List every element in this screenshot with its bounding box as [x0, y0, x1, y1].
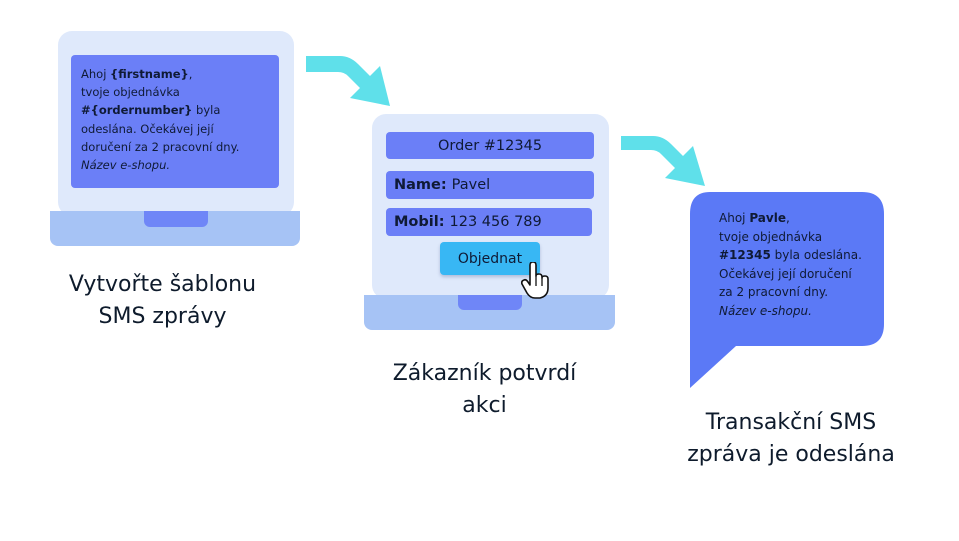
order-title: Order #12345 [386, 132, 594, 159]
arrow-icon [306, 56, 390, 106]
template-comma: , [188, 67, 193, 81]
sms-line2: tvoje objednávka [719, 229, 823, 244]
step1-caption-line2: SMS zprávy [98, 304, 227, 329]
mobil-label: Mobil: [394, 214, 445, 230]
step2-caption-line2: akci [462, 393, 507, 418]
template-line2: tvoje objednávka [81, 85, 180, 100]
arrow-icon [621, 136, 705, 186]
template-line5: doručení za 2 pracovní dny. [81, 139, 240, 154]
template-hash: # [81, 103, 91, 118]
name-label: Name: [394, 177, 447, 193]
template-laptop: Ahoj {firstname}, tvoje objednávka #{ord… [50, 31, 300, 247]
sms-template-text: Ahoj {firstname}, tvoje objednávka #{ord… [71, 55, 279, 188]
step3-caption: Transakční SMS zpráva je odeslána [660, 407, 922, 471]
laptop-notch [458, 295, 522, 310]
laptop-notch [144, 211, 208, 227]
mobil-field[interactable]: Mobil:123 456 789 [386, 208, 592, 236]
order-button-label: Objednat [457, 250, 523, 267]
order-button[interactable]: Objednat [440, 242, 540, 275]
mobil-value: 123 456 789 [449, 214, 542, 230]
chat-bubble-icon [690, 192, 884, 388]
step3-caption-line1: Transakční SMS [705, 410, 877, 435]
sms-line4: Očekávej její doručení [719, 266, 852, 281]
name-value: Pavel [451, 177, 491, 193]
sms-message: Ahoj Pavle, tvoje objednávka #12345 byla… [719, 209, 879, 320]
sms-comma: , [785, 211, 790, 225]
step2-caption: Zákazník potvrdí akci [362, 358, 607, 422]
template-var-ordernumber: {ordernumber} [90, 103, 193, 118]
template-var-firstname: {firstname} [110, 67, 189, 81]
sms-line5: za 2 pracovní dny. [719, 285, 829, 299]
template-line4: odeslána. Očekávej její [81, 121, 214, 136]
sms-name: Pavle [749, 211, 786, 225]
sms-greeting: Ahoj [719, 211, 750, 225]
order-title-text: Order #12345 [437, 137, 543, 154]
template-greeting: Ahoj [81, 67, 111, 81]
step1-caption: Vytvořte šablonu SMS zprávy [30, 269, 295, 333]
name-field[interactable]: Name:Pavel [386, 171, 594, 199]
step1-caption-line1: Vytvořte šablonu [68, 272, 257, 297]
template-line3-rest: byla [192, 103, 221, 118]
sms-signature: Název e-shopu. [719, 303, 812, 318]
step2-caption-line1: Zákazník potvrdí [392, 361, 577, 386]
hand-pointer-icon [521, 262, 549, 299]
template-signature: Název e-shopu. [81, 158, 171, 173]
sms-line3-rest: byla odeslána. [770, 248, 862, 262]
sms-order-number: #12345 [719, 248, 771, 262]
order-form-laptop: Order #12345 Name:Pavel Mobil:123 456 78… [364, 114, 615, 330]
step3-caption-line2: zpráva je odeslána [687, 442, 895, 467]
